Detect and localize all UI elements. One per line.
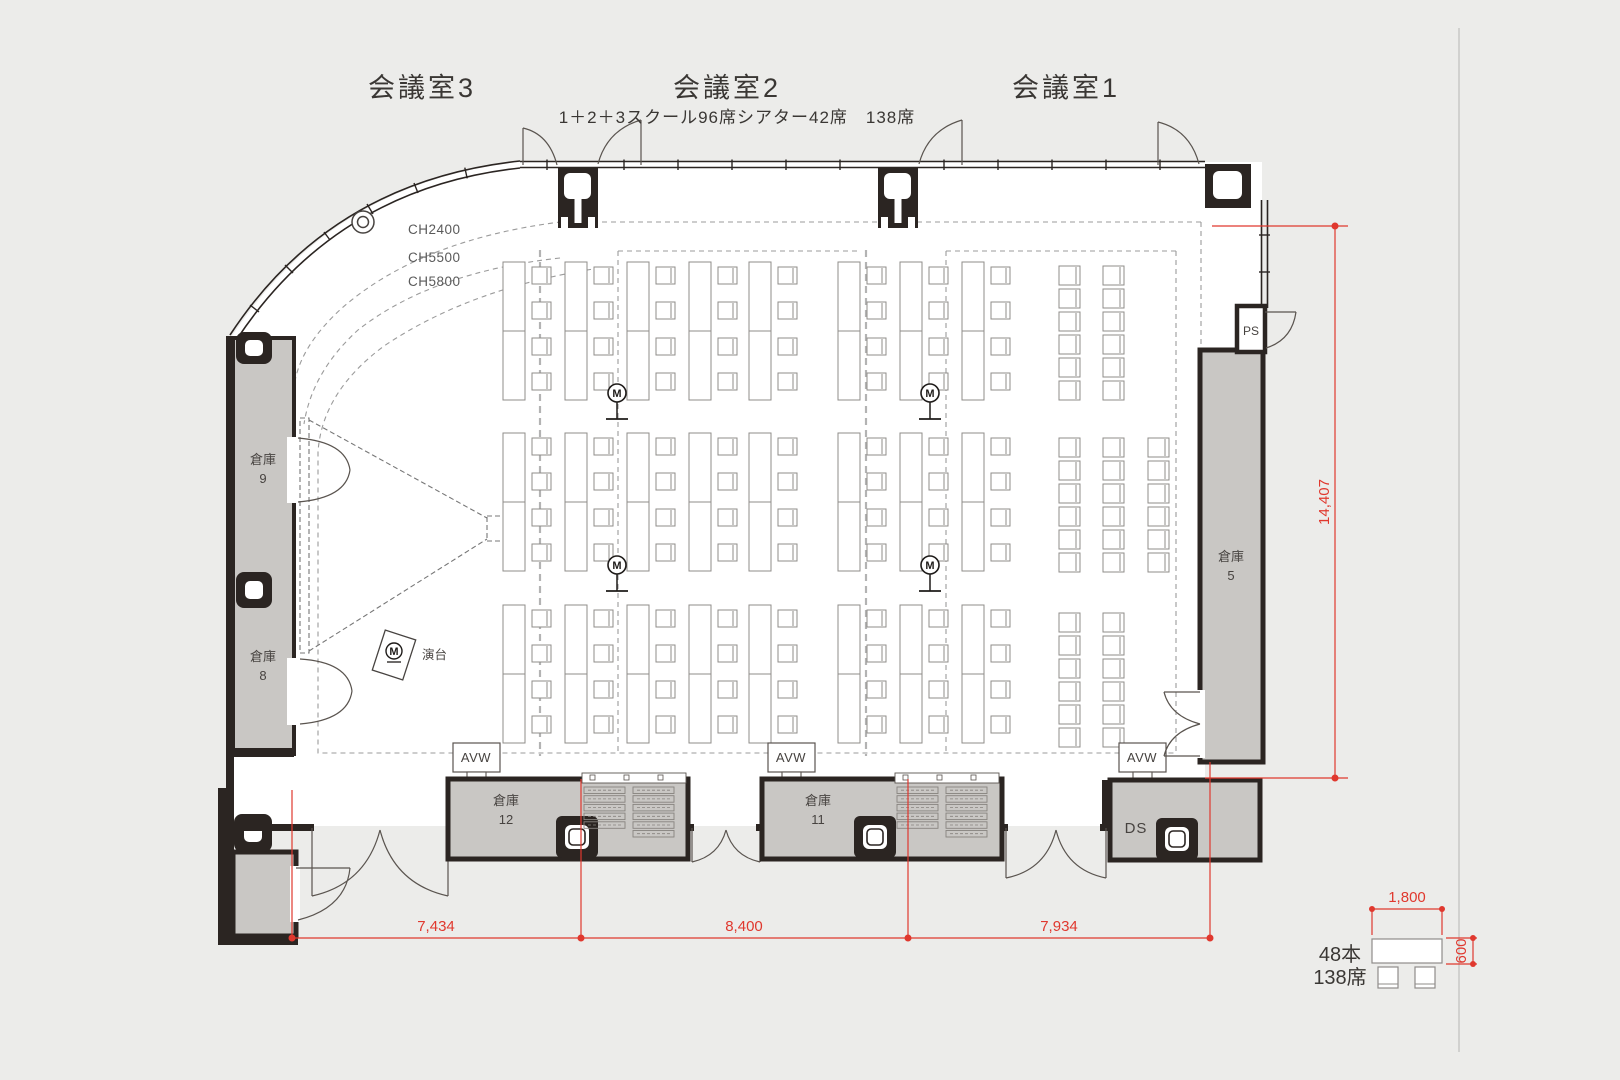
top-doors xyxy=(522,119,1200,166)
top-pillar-box xyxy=(878,167,918,228)
pillar-icon xyxy=(1156,818,1198,860)
pillar-icon xyxy=(234,814,272,852)
partition-track-lines xyxy=(538,250,868,756)
dim-14407: 14,407 xyxy=(1316,479,1333,525)
pillar-icon xyxy=(854,816,896,858)
ds-room: DS xyxy=(1107,777,1263,863)
soko9-number: 9 xyxy=(259,471,266,486)
soko9-name: 倉庫 xyxy=(250,452,276,467)
soko8-number: 8 xyxy=(259,668,266,683)
dim-1800: 1,800 xyxy=(1388,889,1426,906)
soko5-room: 倉庫 5 xyxy=(1163,347,1266,765)
top-pillar-box xyxy=(558,167,598,228)
ceiling-zone-lines xyxy=(293,221,1202,754)
pillar-icon xyxy=(556,816,598,858)
microphone-symbols: M M M M xyxy=(606,383,941,592)
dimension-lines: 7,434 8,400 7,934 14,407 xyxy=(288,222,1348,942)
legend-chair-icon xyxy=(1414,966,1436,989)
ch2400-label: CH2400 xyxy=(408,222,461,237)
pillar-icon xyxy=(236,572,272,608)
svg-text:M: M xyxy=(612,388,621,400)
microphone-icon xyxy=(607,383,627,403)
room1-title: 会議室1 xyxy=(1012,73,1120,103)
avw-box: AVW xyxy=(767,742,816,782)
lectern: M 演台 xyxy=(371,629,447,681)
pillar-icon xyxy=(236,332,272,364)
lectern-mic-icon xyxy=(385,642,403,660)
soko8-name: 倉庫 xyxy=(250,649,276,664)
soko11-number: 11 xyxy=(811,812,825,827)
dim-7434: 7,434 xyxy=(417,918,455,935)
dim-8400: 8,400 xyxy=(725,918,763,935)
soko11-name: 倉庫 xyxy=(805,793,831,808)
dim-7934: 7,934 xyxy=(1040,918,1078,935)
theater-chair-area xyxy=(1058,265,1170,748)
microphone-icon xyxy=(920,383,940,403)
ds-label: DS xyxy=(1125,820,1148,837)
left-storage-strip: 倉庫 9 倉庫 8 xyxy=(218,332,353,944)
ps-label: PS xyxy=(1243,324,1259,338)
legend-chair-icon xyxy=(1377,966,1399,989)
corner-pillar-box xyxy=(1205,164,1251,208)
soko5-name: 倉庫 xyxy=(1218,549,1244,564)
microphone-icon xyxy=(607,555,627,575)
soko12-number: 12 xyxy=(499,812,513,827)
svg-text:M: M xyxy=(925,388,934,400)
room2-title: 会議室2 xyxy=(673,73,781,103)
avw-box: AVW xyxy=(1118,742,1167,782)
avw-label: AVW xyxy=(1127,750,1157,765)
ps-room: PS xyxy=(1234,303,1297,355)
curved-wall-ticks xyxy=(249,167,468,313)
dim-600: 600 xyxy=(1453,938,1470,963)
projection-cone xyxy=(299,417,514,654)
capacity-subtitle: 1＋2＋3スクール96席シアター42席 138席 xyxy=(559,108,916,127)
bottom-left-block xyxy=(218,814,351,945)
svg-text:M: M xyxy=(612,560,621,572)
legend: 1,800 600 48本 138席 xyxy=(1313,889,1477,989)
soko12-name: 倉庫 xyxy=(493,793,519,808)
room3-title: 会議室3 xyxy=(368,73,476,103)
lectern-mic-label: M xyxy=(389,646,398,658)
legend-seat-count: 138席 xyxy=(1313,966,1366,989)
microphone-icon xyxy=(920,555,940,575)
legend-table-count: 48本 xyxy=(1319,943,1361,966)
lectern-label: 演台 xyxy=(422,647,447,662)
school-desk-area xyxy=(502,261,1011,744)
avw-boxes: AVW AVW AVW xyxy=(452,742,1167,782)
avw-label: AVW xyxy=(776,750,806,765)
ch5800-label: CH5800 xyxy=(408,274,461,289)
svg-text:M: M xyxy=(925,560,934,572)
soko11-room: 倉庫 11 xyxy=(759,772,1005,862)
soko12-room: 倉庫 12 xyxy=(445,772,691,862)
soko5-number: 5 xyxy=(1227,568,1234,583)
column-icon xyxy=(351,210,375,234)
avw-label: AVW xyxy=(461,750,491,765)
ch5500-label: CH5500 xyxy=(408,250,461,265)
stacked-chairs xyxy=(583,786,988,838)
